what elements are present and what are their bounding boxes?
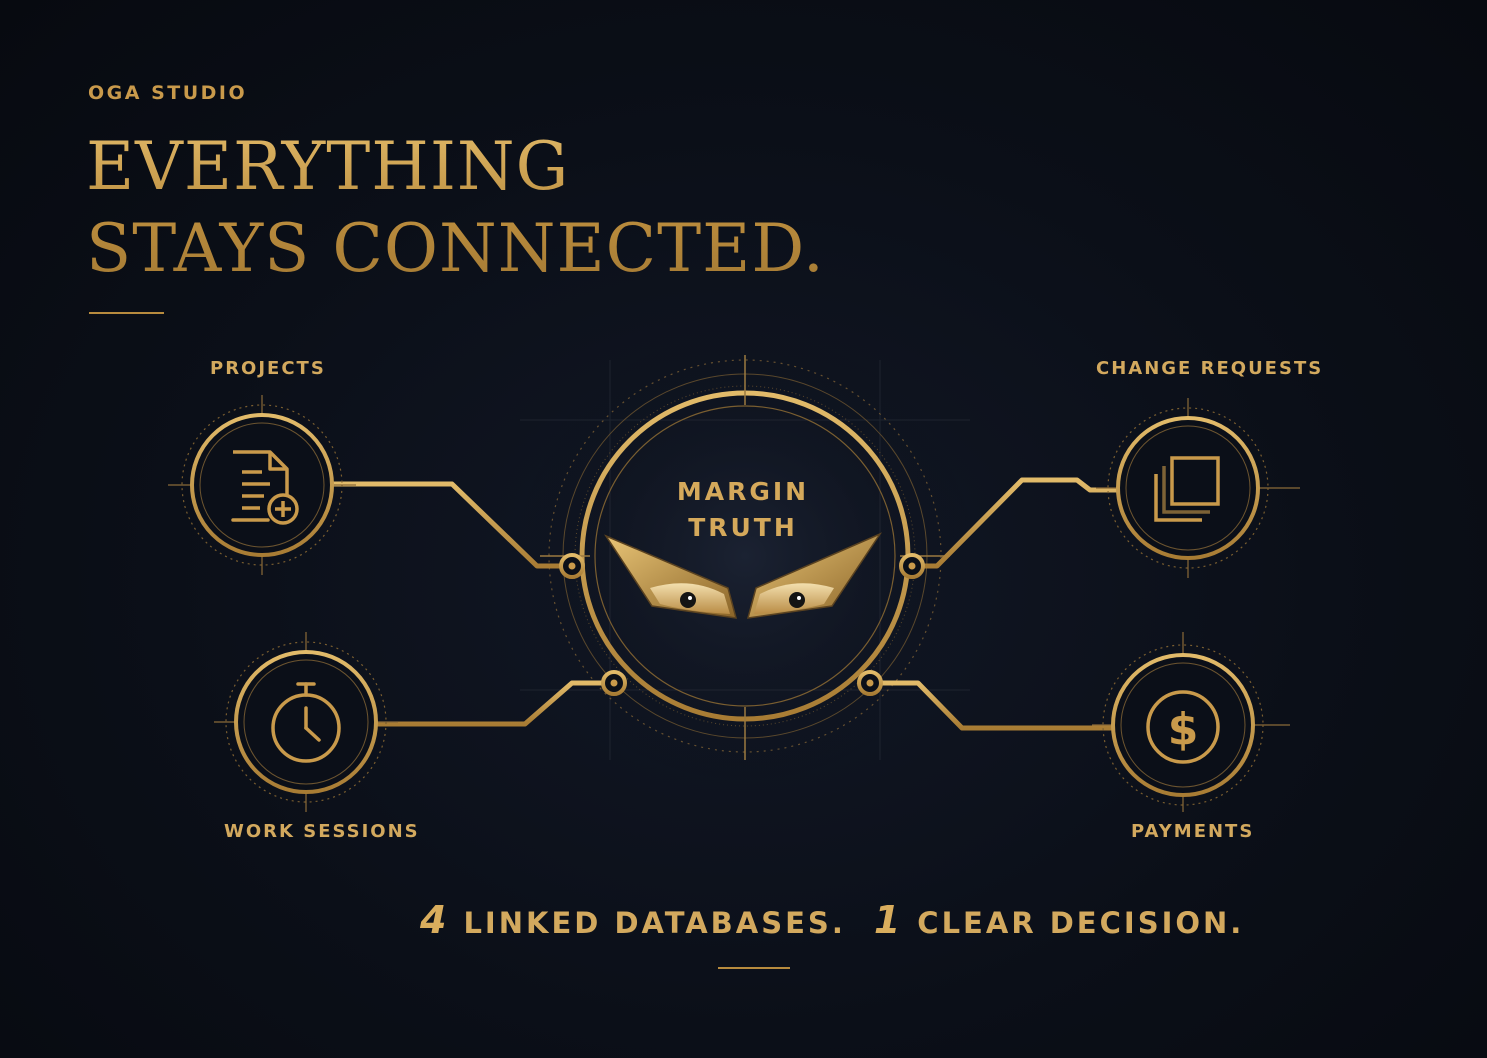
document-plus-icon	[231, 450, 299, 525]
work-sessions-connector	[376, 680, 614, 727]
stacked-squares-icon	[1154, 456, 1220, 522]
change-requests-label: CHANGE REQUESTS	[1096, 358, 1324, 379]
payments-label: PAYMENTS	[1131, 821, 1255, 842]
change-requests-node	[1096, 398, 1300, 578]
center-label-line-2: TRUTH	[688, 513, 798, 542]
dollar-coin-icon: $	[1146, 690, 1220, 764]
work-sessions-node	[214, 632, 398, 812]
work-sessions-label: WORK SESSIONS	[224, 821, 420, 842]
stopwatch-icon	[271, 682, 341, 763]
headline-divider	[89, 312, 164, 314]
footer-divider	[718, 967, 790, 969]
watching-eyes-icon	[604, 532, 883, 619]
decision-count-text: CLEAR DECISION.	[917, 906, 1245, 940]
center-inner-ring	[594, 405, 896, 707]
payments-node: $	[1092, 632, 1290, 812]
connection-lines	[332, 477, 1117, 731]
center-label: MARGIN TRUTH	[643, 474, 843, 546]
center-crosshair	[540, 355, 950, 760]
decision-count: 1	[873, 898, 904, 942]
payments-connector	[870, 680, 1117, 731]
projects-label: PROJECTS	[210, 358, 326, 379]
brand-name: OGA STUDIO	[88, 82, 248, 104]
database-count: 4	[420, 898, 450, 942]
projects-node	[168, 395, 356, 575]
svg-text:$: $	[1168, 704, 1199, 755]
database-count-text: LINKED DATABASES.	[463, 906, 846, 940]
projects-connector	[332, 481, 572, 569]
center-label-line-1: MARGIN	[676, 477, 810, 506]
change-requests-connector	[912, 477, 1117, 569]
ring-connector-nodes	[559, 553, 925, 696]
